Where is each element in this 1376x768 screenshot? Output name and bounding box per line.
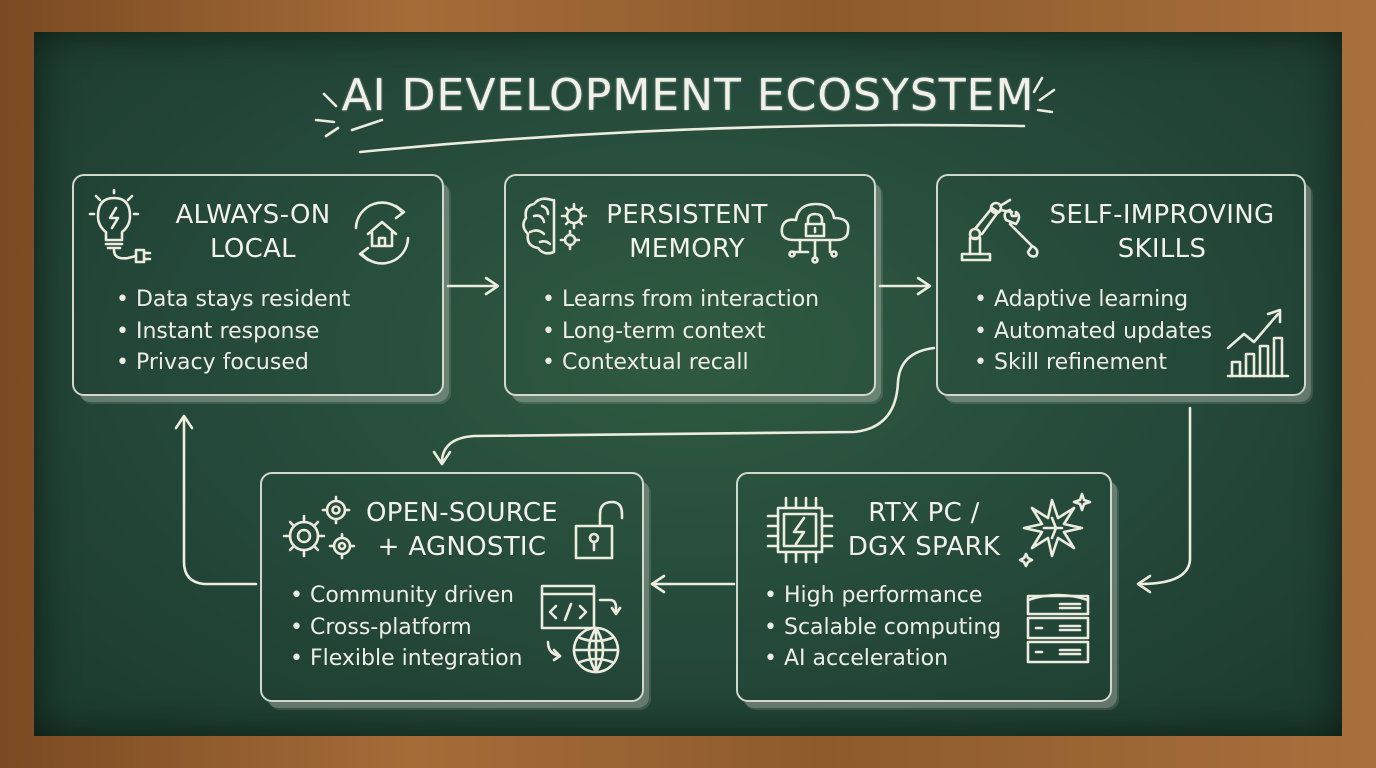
card-always-on-local: ALWAYS-ON LOCAL Data stays resident Inst… xyxy=(72,174,444,396)
card-rtx-pc-dgx-spark: RTX PC / DGX SPARK High performance Scal… xyxy=(736,472,1112,702)
bullet-list: Adaptive learning Automated updates Skil… xyxy=(974,284,1212,379)
card-open-source-agnostic: OPEN-SOURCE + AGNOSTIC Community driven … xyxy=(260,472,644,702)
bullet-list: Learns from interaction Long-term contex… xyxy=(542,284,819,379)
flow-connectors xyxy=(174,76,1192,594)
list-item: Adaptive learning xyxy=(974,284,1212,316)
arrow-opensource-to-local xyxy=(174,414,258,586)
card-title-line: SELF-IMPROVING xyxy=(1049,200,1275,230)
card-title: RTX PC / DGX SPARK xyxy=(844,496,1004,564)
server-rack-icon xyxy=(1024,590,1094,672)
card-title-line: ALWAYS-ON xyxy=(175,200,331,230)
list-item: Data stays resident xyxy=(116,284,350,316)
list-item: Long-term context xyxy=(542,316,819,348)
card-title-line: + AGNOSTIC xyxy=(377,532,547,562)
list-item: Learns from interaction xyxy=(542,284,819,316)
card-title-line: PERSISTENT xyxy=(606,200,768,230)
list-item: Cross-platform xyxy=(290,612,523,644)
diagram-title: AI DEVELOPMENT ECOSYSTEM xyxy=(341,70,1035,121)
list-item: Flexible integration xyxy=(290,643,523,675)
card-title: SELF-IMPROVING SKILLS xyxy=(1042,198,1282,266)
chalkboard: AI DEVELOPMENT ECOSYSTEM xyxy=(34,32,1342,736)
gears-icon xyxy=(276,488,362,572)
card-title-line: OPEN-SOURCE xyxy=(365,498,559,528)
arrow-skills-to-rtx xyxy=(1136,406,1192,594)
arrow-skills-to-opensource xyxy=(432,346,936,466)
starburst-icon xyxy=(1016,488,1096,572)
list-item: High performance xyxy=(764,580,1001,612)
growth-chart-icon xyxy=(1224,304,1292,384)
list-item: Community driven xyxy=(290,580,523,612)
card-title-line: MEMORY xyxy=(629,234,745,264)
card-title: OPEN-SOURCE + AGNOSTIC xyxy=(358,496,566,564)
home-sync-icon xyxy=(346,198,418,272)
arrow-memory-to-skills xyxy=(878,276,932,296)
card-title: ALWAYS-ON LOCAL xyxy=(164,198,342,266)
brain-gears-icon xyxy=(522,194,594,264)
chip-bolt-icon xyxy=(764,494,836,570)
card-title-line: LOCAL xyxy=(210,234,296,264)
card-persistent-memory: PERSISTENT MEMORY Learns from interactio… xyxy=(504,174,876,396)
card-self-improving-skills: SELF-IMPROVING SKILLS Adaptive learning … xyxy=(936,174,1306,396)
unlocked-padlock-icon xyxy=(572,500,626,566)
code-globe-icon xyxy=(540,582,624,680)
robot-arm-wrench-icon xyxy=(956,194,1044,268)
bullet-list: Data stays resident Instant response Pri… xyxy=(116,284,350,379)
card-title: PERSISTENT MEMORY xyxy=(598,198,776,266)
arrow-rtx-to-opensource xyxy=(650,574,736,594)
bullet-list: High performance Scalable computing AI a… xyxy=(764,580,1001,675)
list-item: AI acceleration xyxy=(764,643,1001,675)
lightbulb-plug-icon xyxy=(88,188,158,266)
card-title-line: RTX PC / xyxy=(868,498,980,528)
list-item: Scalable computing xyxy=(764,612,1001,644)
list-item: Instant response xyxy=(116,316,350,348)
card-title-line: SKILLS xyxy=(1117,234,1207,264)
list-item: Contextual recall xyxy=(542,347,819,379)
arrow-local-to-memory xyxy=(446,276,500,296)
bullet-list: Community driven Cross-platform Flexible… xyxy=(290,580,523,675)
list-item: Skill refinement xyxy=(974,347,1212,379)
title-decoration xyxy=(314,76,1056,154)
card-title-line: DGX SPARK xyxy=(847,532,1001,562)
cloud-lock-icon xyxy=(778,196,854,272)
list-item: Privacy focused xyxy=(116,347,350,379)
list-item: Automated updates xyxy=(974,316,1212,348)
